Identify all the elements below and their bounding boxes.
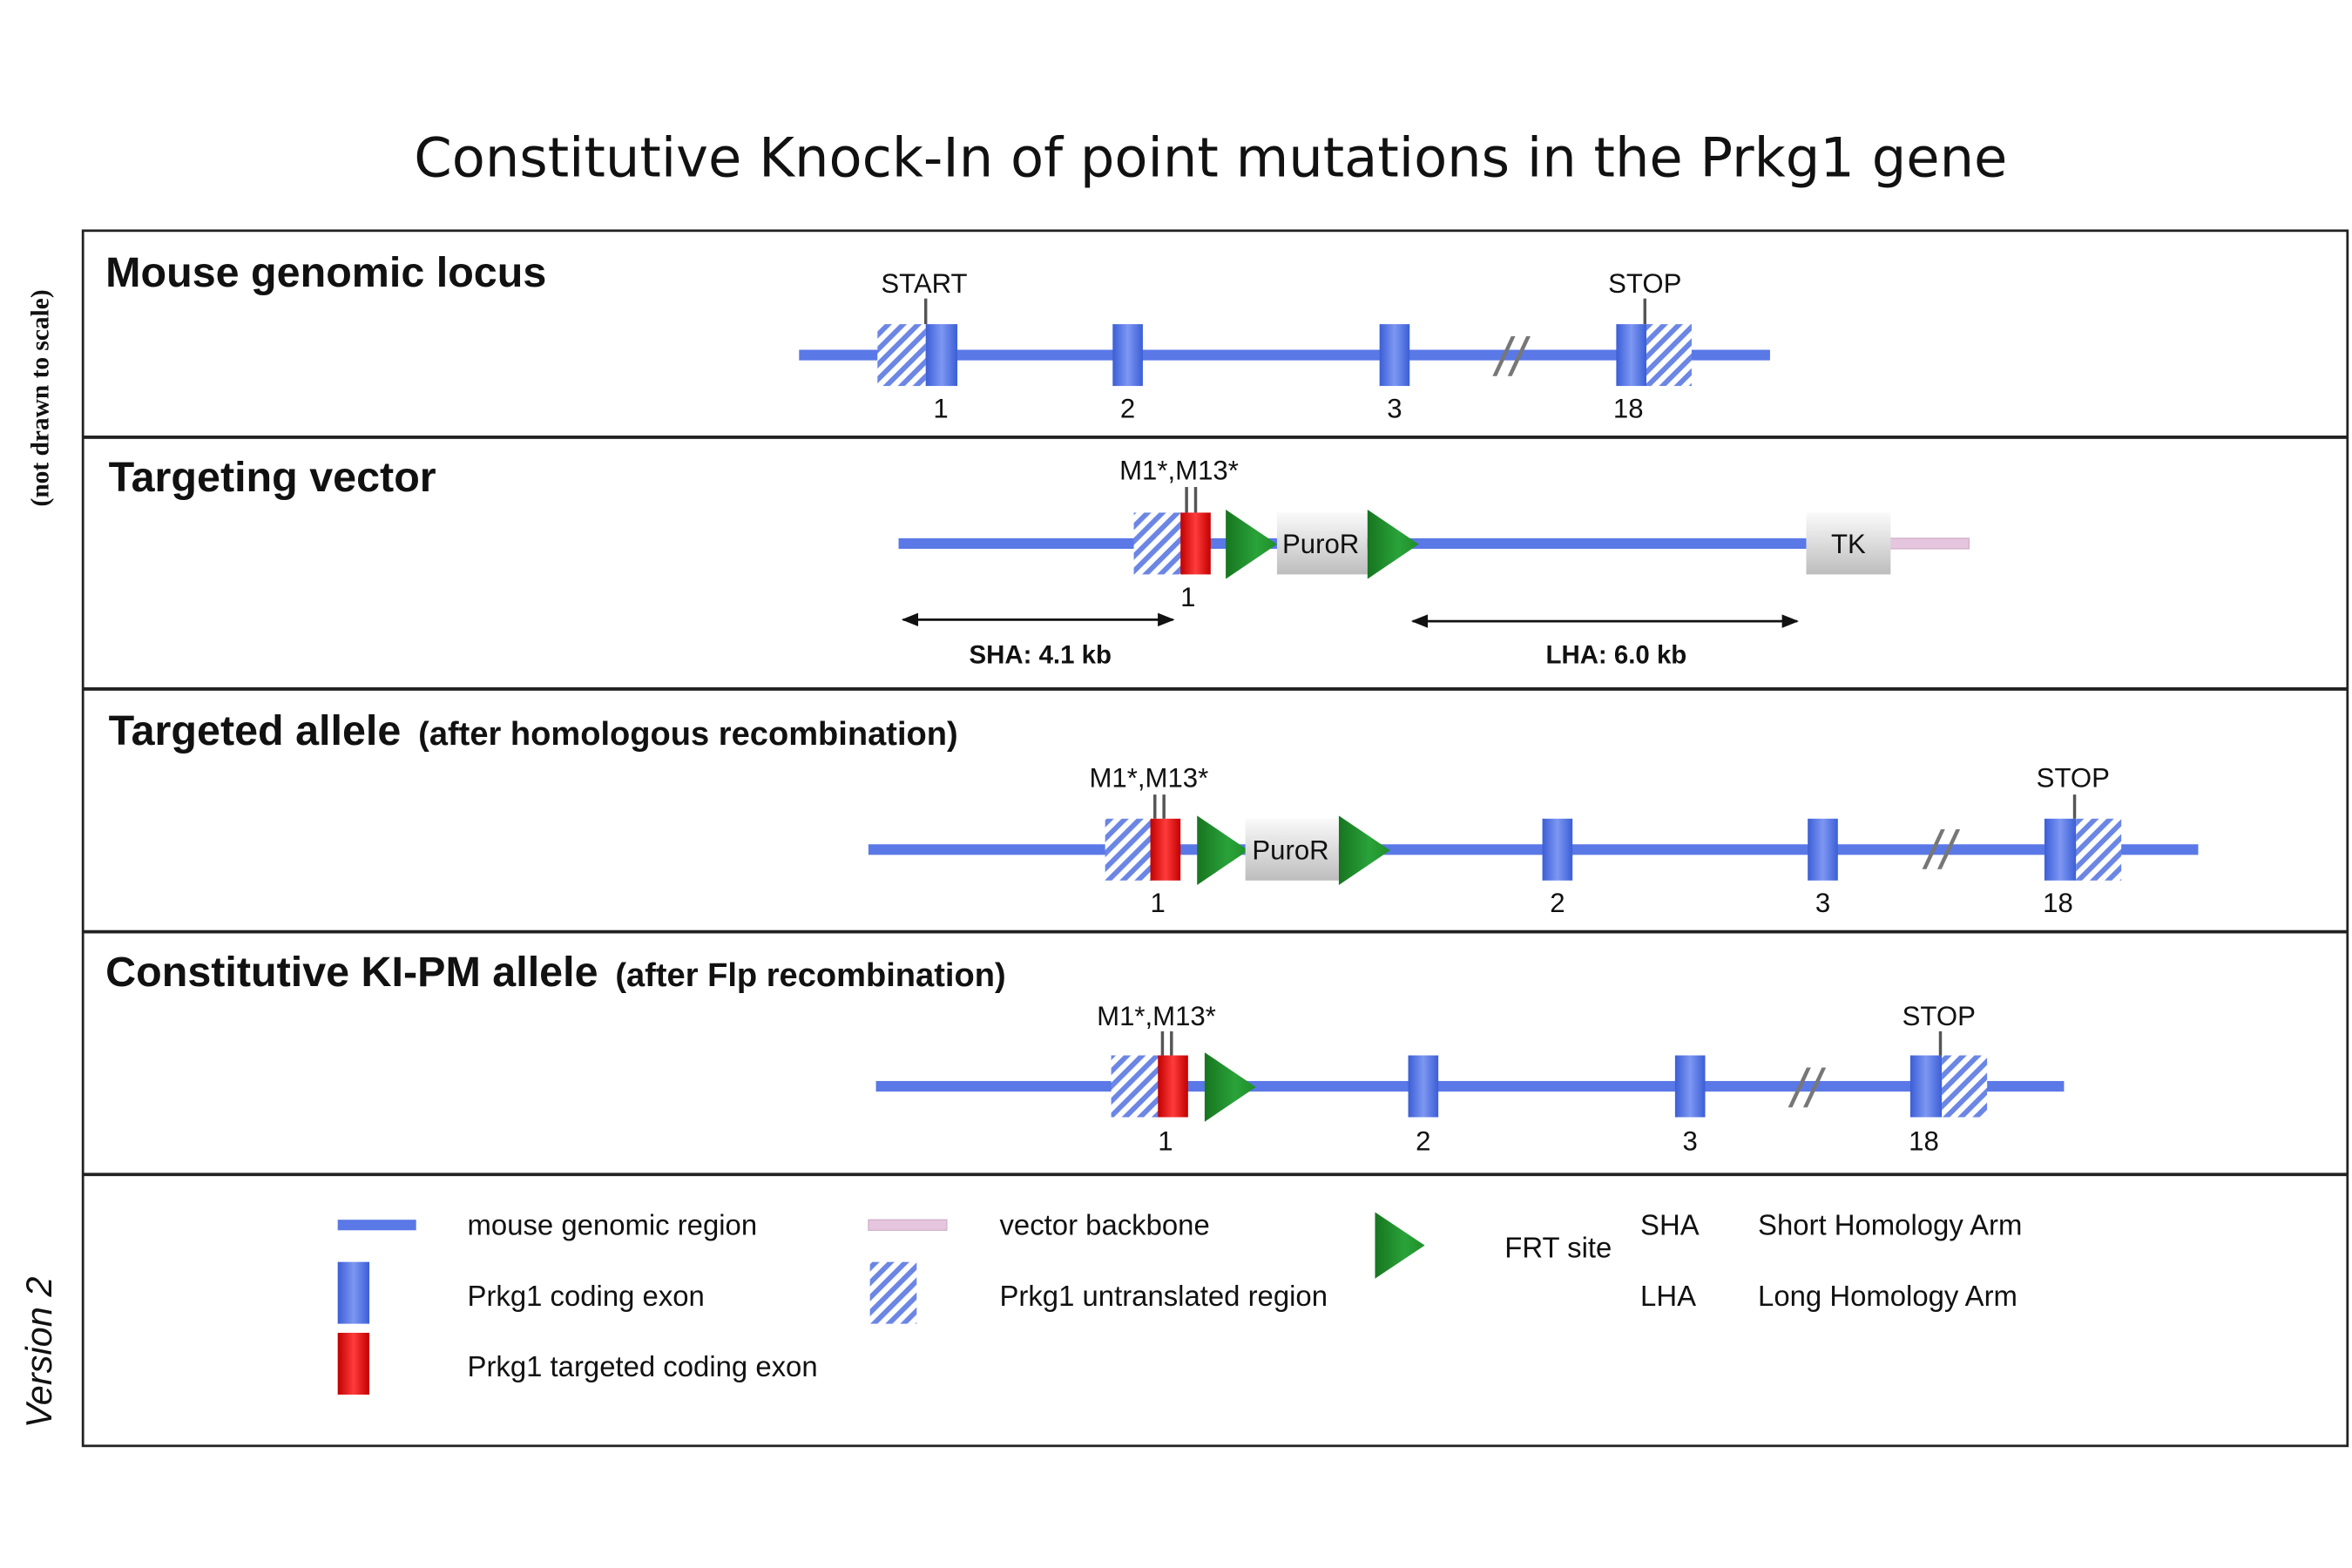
coding-exon: [1379, 324, 1410, 387]
utr-region: [1646, 324, 1692, 387]
exon-number: 2: [1550, 888, 1565, 918]
panel-title: Mouse genomic locus: [105, 249, 546, 296]
legend-swatch-genomic-region: [337, 1220, 416, 1231]
exon-number: 1: [933, 393, 948, 423]
stop-marker-label: STOP: [1608, 268, 1681, 299]
legend: mouse genomic region Prkg1 coding exon P…: [337, 1208, 2022, 1395]
legend-abbr-lha: LHA: [1640, 1280, 1696, 1312]
puror-cassette: [1245, 818, 1339, 881]
frt-site: [1197, 815, 1249, 885]
exon-number: 3: [1387, 393, 1402, 423]
panel-title: Constitutive KI-PM allele (after Flp rec…: [105, 949, 1006, 996]
exon-number: 1: [1158, 1126, 1173, 1157]
legend-label-sha: Short Homology Arm: [1758, 1208, 2022, 1240]
coding-exon: [1616, 324, 1646, 387]
panel-ki-pm-allele: Constitutive KI-PM allele (after Flp rec…: [105, 949, 2065, 1157]
vector-backbone-line: [1889, 537, 1970, 550]
utr-region: [877, 324, 926, 387]
legend-swatch-targeted-exon: [337, 1333, 370, 1395]
legend-abbr-sha: SHA: [1640, 1208, 1700, 1240]
lha-label: LHA: 6.0 kb: [1546, 641, 1687, 670]
legend-swatch-frt: [1375, 1212, 1425, 1279]
panel-genomic-locus: Mouse genomic locus START STOP // 1 2 3 …: [105, 249, 1770, 423]
exon-number: 18: [1613, 393, 1644, 423]
exon-number: 1: [1180, 582, 1195, 612]
puror-label: PuroR: [1282, 529, 1359, 559]
exon-number: 1: [1151, 888, 1166, 918]
coding-exon: [1112, 324, 1143, 387]
panel-title-sub: (after Flp recombination): [615, 957, 1005, 994]
panel-title: Targeted allele (after homologous recomb…: [109, 707, 958, 754]
legend-label-coding-exon: Prkg1 coding exon: [468, 1280, 705, 1312]
frt-site: [1204, 1052, 1256, 1122]
exon-number: 2: [1416, 1126, 1430, 1157]
genomic-region-line: [868, 844, 2199, 855]
panel-title-sub: (after homologous recombination): [418, 716, 958, 753]
coding-exon: [1808, 818, 1838, 881]
mutation-label: M1*,M13*: [1119, 455, 1239, 485]
utr-region: [1111, 1055, 1159, 1118]
puror-cassette: [1276, 512, 1368, 575]
puror-label: PuroR: [1252, 835, 1328, 866]
legend-swatch-vector-backbone: [868, 1219, 948, 1231]
start-marker-label: START: [881, 268, 967, 299]
version-label: Version 2: [18, 1277, 59, 1429]
coding-exon: [925, 324, 958, 387]
exon-number: 3: [1815, 888, 1830, 918]
diagram-frame: [81, 229, 2349, 1448]
targeted-coding-exon: [1150, 818, 1181, 881]
frt-site: [1226, 510, 1277, 579]
utr-region: [1105, 818, 1152, 881]
utr-region: [1133, 512, 1182, 575]
utr-region: [1942, 1055, 1988, 1118]
coding-exon: [1674, 1055, 1706, 1118]
legend-label-utr: Prkg1 untranslated region: [999, 1280, 1327, 1312]
coding-exon: [2044, 818, 2077, 881]
panel-targeting-vector: Targeting vector M1*,M13* PuroR TK 1 SHA…: [109, 454, 1970, 670]
targeted-coding-exon: [1180, 512, 1211, 575]
genomic-region-line: [875, 1080, 2065, 1092]
legend-label-vector-backbone: vector backbone: [999, 1208, 1209, 1240]
coding-exon: [1408, 1055, 1439, 1118]
genomic-region-line: [799, 349, 1770, 361]
legend-swatch-coding-exon: [337, 1261, 370, 1324]
gap-break-symbol: //: [1788, 1058, 1826, 1119]
gap-break-symbol: //: [1922, 821, 1960, 881]
utr-region: [2076, 818, 2122, 881]
panel-title-main: Targeted allele: [109, 707, 402, 754]
stop-marker-label: STOP: [1903, 1001, 1976, 1031]
mutation-label: M1*,M13*: [1097, 1001, 1216, 1031]
coding-exon: [1542, 818, 1573, 881]
tk-cassette: [1806, 512, 1891, 575]
stop-marker-label: STOP: [2037, 762, 2110, 793]
frt-site: [1338, 815, 1390, 885]
exon-number: 2: [1120, 393, 1135, 423]
legend-label-lha: Long Homology Arm: [1758, 1280, 2017, 1312]
tk-label: TK: [1831, 529, 1866, 559]
targeted-coding-exon: [1158, 1055, 1188, 1118]
mutation-label: M1*,M13*: [1089, 762, 1208, 793]
sha-label: SHA: 4.1 kb: [970, 641, 1112, 670]
legend-label-genomic-region: mouse genomic region: [468, 1208, 758, 1240]
panel-title: Targeting vector: [109, 454, 436, 501]
scale-note: (not drawn to scale): [26, 289, 54, 506]
gap-break-symbol: //: [1492, 328, 1531, 388]
legend-swatch-utr: [869, 1261, 917, 1324]
frt-site: [1367, 510, 1419, 579]
diagram-title: Constitutive Knock-In of point mutations…: [414, 125, 2007, 189]
legend-label-frt: FRT site: [1504, 1231, 1612, 1263]
coding-exon: [1909, 1055, 1943, 1118]
panel-targeted-allele: Targeted allele (after homologous recomb…: [109, 707, 2199, 918]
exon-number: 3: [1683, 1126, 1698, 1157]
exon-number: 18: [1909, 1126, 1939, 1157]
panel-title-main: Constitutive KI-PM allele: [105, 949, 598, 996]
exon-number: 18: [2043, 888, 2073, 918]
legend-label-targeted-exon: Prkg1 targeted coding exon: [468, 1350, 818, 1382]
